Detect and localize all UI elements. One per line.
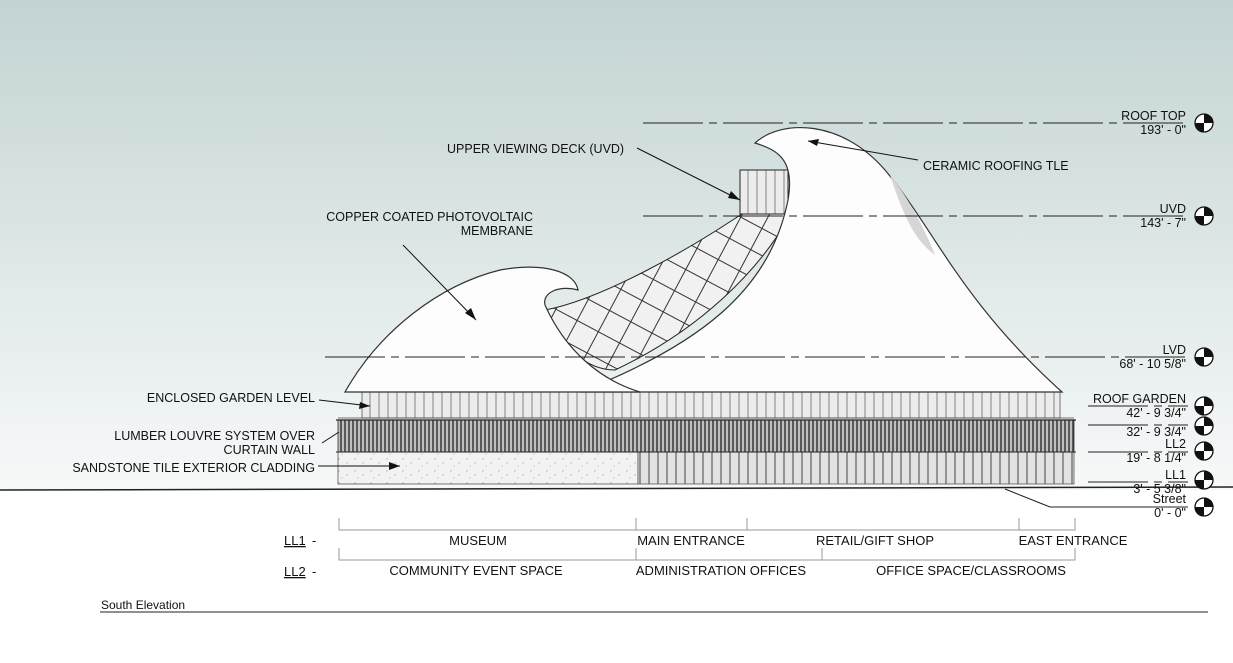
level-markers (1194, 113, 1214, 517)
sandstone-cladding (337, 451, 639, 485)
program-ll2-item: ADMINISTRATION OFFICES (636, 563, 807, 578)
floor-label-dash: - (312, 564, 316, 579)
ground-line (0, 486, 1233, 491)
program-labels: MUSEUM MAIN ENTRANCE RETAIL/GIFT SHOP EA… (389, 533, 1127, 578)
leader-lumber (321, 431, 340, 444)
program-ll1-item: MAIN ENTRANCE (637, 533, 745, 548)
roof-shadow (890, 175, 935, 255)
floor-label-ll2: LL2 (284, 564, 306, 579)
label-upper-viewing-deck: UPPER VIEWING DECK (UVD) (447, 142, 624, 156)
level-elevation: 3' - 5 3/8" (1133, 482, 1186, 496)
arrowhead (728, 191, 740, 200)
level-elevation: 68' - 10 5/8" (1119, 357, 1186, 371)
level-elevation: 143' - 7" (1140, 216, 1186, 230)
program-ll1-item: EAST ENTRANCE (1019, 533, 1128, 548)
level-marker-icon (1194, 470, 1214, 490)
program-ll1-item: RETAIL/GIFT SHOP (816, 533, 934, 548)
leader-arrowheads (359, 139, 819, 470)
level-name: LL2 (1165, 437, 1186, 451)
level-labels: ROOF TOP 193' - 0" UVD 143' - 7" LVD 68'… (1093, 109, 1187, 520)
label-copper-line2: MEMBRANE (461, 224, 533, 238)
level-name: Street (1153, 492, 1187, 506)
label-lumber-line1: LUMBER LOUVRE SYSTEM OVER (114, 429, 315, 443)
floor-label-dash: - (312, 533, 316, 548)
level-marker-icon (1194, 441, 1214, 461)
arrowhead (389, 462, 400, 470)
label-lumber-line2: CURTAIN WALL (224, 443, 315, 457)
level-elevation: 42' - 9 3/4" (1126, 406, 1186, 420)
level-name: ROOF GARDEN (1093, 392, 1186, 406)
level-elevation: 193' - 0" (1140, 123, 1186, 137)
ground-floor-curtain-wall (637, 451, 1075, 485)
arrowhead (359, 402, 370, 409)
leader-uvd (636, 147, 741, 201)
enclosed-garden-glazing (361, 391, 1061, 419)
ll2-bracket (338, 548, 1076, 561)
level-elevation: 32' - 9 3/4" (1126, 425, 1186, 439)
level-marker-icon (1194, 497, 1214, 517)
arrowhead (808, 139, 819, 146)
level-elevation: 0' - 0" (1154, 506, 1186, 520)
street-leader (1004, 488, 1051, 508)
level-name: UVD (1160, 202, 1186, 216)
program-ll2-item: COMMUNITY EVENT SPACE (389, 563, 563, 578)
ll1-bracket (338, 518, 1076, 531)
floor-label-ll1: LL1 (284, 533, 306, 548)
label-enclosed-garden: ENCLOSED GARDEN LEVEL (147, 391, 315, 405)
floor-labels: LL1 - LL2 - (284, 533, 316, 579)
leader-copper (402, 244, 477, 321)
annotation-labels: UPPER VIEWING DECK (UVD) CERAMIC ROOFING… (72, 142, 1068, 475)
secondary-wave-roof (343, 266, 641, 393)
level-marker-icon (1194, 416, 1214, 436)
program-ll2-item: OFFICE SPACE/CLASSROOMS (876, 563, 1066, 578)
level-marker-icon (1194, 347, 1214, 367)
level-marker-icon (1194, 206, 1214, 226)
level-name: LL1 (1165, 468, 1186, 482)
program-brackets (338, 518, 1076, 561)
arrowhead (465, 308, 476, 320)
label-ceramic-roofing: CERAMIC ROOFING TLE (923, 159, 1069, 173)
program-ll1-item: MUSEUM (449, 533, 507, 548)
level-elevation: 19' - 8 1/4" (1126, 451, 1186, 465)
lumber-louvre-band (337, 419, 1075, 453)
drawing-caption: South Elevation (101, 598, 185, 612)
level-name: ROOF TOP (1121, 109, 1186, 123)
label-copper-line1: COPPER COATED PHOTOVOLTAIC (326, 210, 533, 224)
upper-viewing-deck (739, 169, 789, 215)
paper-background (0, 490, 1233, 658)
level-lines (325, 122, 1188, 483)
level-name: LVD (1163, 343, 1186, 357)
level-marker-icon (1194, 396, 1214, 416)
main-wave-roof (579, 127, 1064, 393)
leader-ceramic (807, 140, 919, 161)
annotation-leaders (318, 140, 919, 467)
label-sandstone: SANDSTONE TILE EXTERIOR CLADDING (72, 461, 315, 475)
level-marker-icon (1194, 113, 1214, 133)
